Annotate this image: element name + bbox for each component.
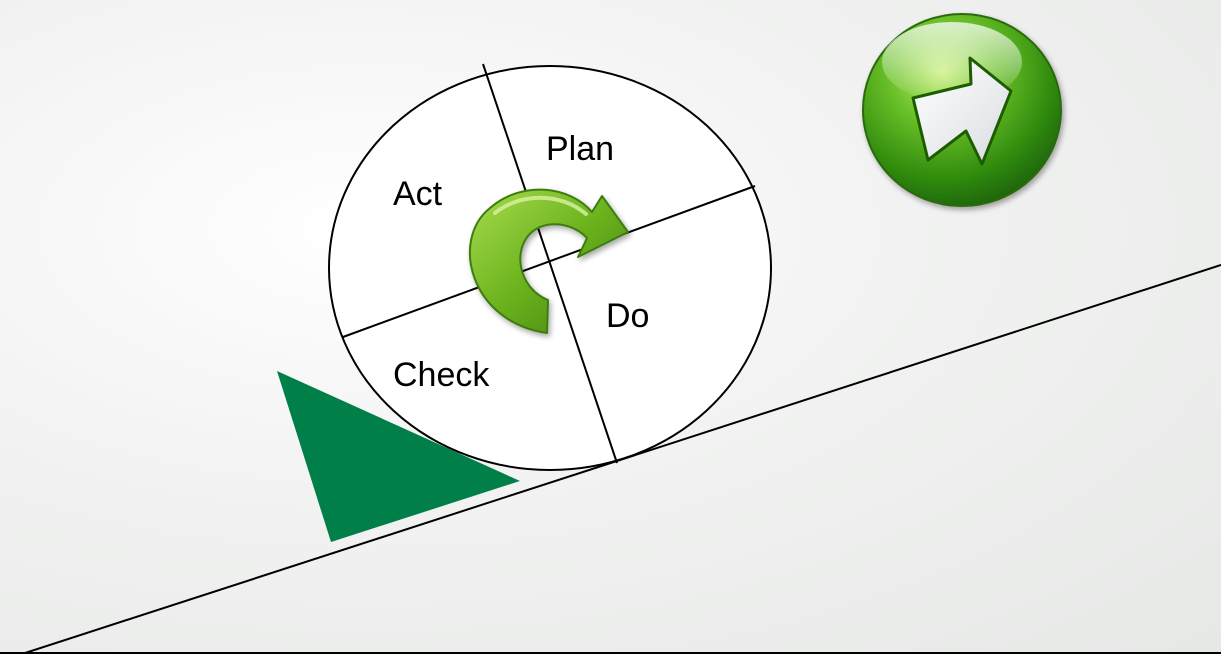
label-plan: Plan [546, 130, 614, 168]
wheel-divider-vertical [482, 63, 618, 464]
next-arrow-icon [911, 56, 1013, 166]
wheel-divider-horizontal [342, 185, 756, 338]
clockwise-cycle-icon [468, 188, 629, 334]
label-do: Do [606, 297, 649, 335]
pdca-wheel [328, 63, 772, 471]
label-act: Act [393, 175, 443, 213]
wedge-chock [277, 371, 520, 542]
next-button[interactable] [862, 13, 1062, 207]
label-check: Check [393, 356, 490, 394]
